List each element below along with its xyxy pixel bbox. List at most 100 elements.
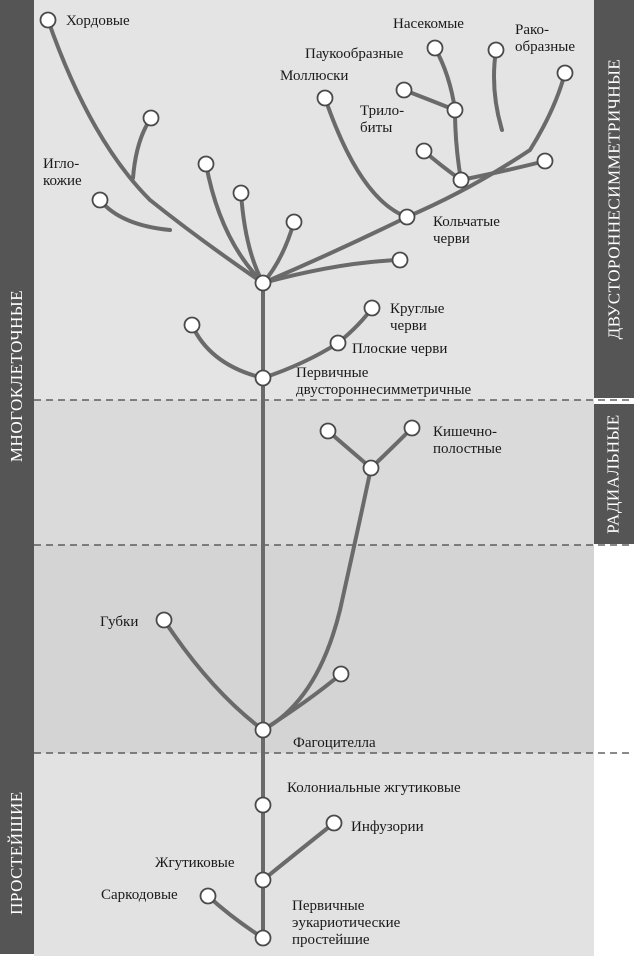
side-label-protozoa: ПРОСТЕЙШИЕ [0,752,34,954]
label-line: Игло- [43,156,79,172]
label-line: Кольчатые [433,214,500,230]
node-flatworms [329,334,347,352]
node-trilobites [395,81,413,99]
label-line: Губки [100,614,138,630]
label-line: Кишечно- [433,424,497,440]
label-flatworms: Плоские черви [352,341,447,357]
node-455 [446,101,464,119]
background-bands [34,0,594,956]
label-line: простейшие [292,932,370,948]
band-radial-zone [34,400,594,545]
label-line: образные [515,39,575,55]
label-line: Рако- [515,22,549,38]
label-line: биты [360,120,392,136]
node-151 [142,109,160,127]
branch-ciliates [261,821,336,882]
node-echinoderms [91,191,109,209]
node-461 [452,171,470,189]
node-primary-eukaryotic [254,929,272,947]
node-sarcodines [199,887,217,905]
label-line: черви [390,318,427,334]
branch-primary-left [190,323,265,380]
node-424 [415,142,433,160]
node-roundworms [363,299,381,317]
node-coel-left [319,422,337,440]
branch-radial [261,466,373,732]
label-line: черви [433,231,470,247]
tree-nodes [39,11,574,947]
label-flagellates: Жгутиковые [155,855,235,871]
label-line: Первичные [292,898,365,914]
label-line: Фагоцителла [293,735,376,751]
branch-bilateral-main [261,71,567,285]
node-phagocytella [254,721,272,739]
branch-molluscs [323,96,409,219]
label-line: Насекомые [393,16,464,32]
label-line: полостные [433,441,502,457]
label-line: Первичные [296,365,369,381]
label-crustaceans: Рако-образные [515,22,575,55]
node-241 [232,184,250,202]
node-294 [285,213,303,231]
label-line: Хордовые [66,13,130,29]
branch-sponges [162,618,265,732]
side-label-radial: РАДИАЛЬНЫЕ [594,404,634,544]
label-line: Колониальные жгутиковые [287,780,461,796]
node-annelids [398,208,416,226]
label-arachnids: Паукообразные [305,46,404,62]
node-400 [391,251,409,269]
label-line: Трило- [360,103,404,119]
label-trilobites: Трило-биты [360,103,404,136]
band-protozoa-zone [34,753,594,956]
label-insects: Насекомые [393,16,464,32]
node-ciliates [325,814,343,832]
node-192 [183,316,201,334]
node-565 [556,64,574,82]
label-line: Моллюски [280,68,348,84]
label-line: Жгутиковые [155,855,235,871]
label-sponges: Губки [100,614,138,630]
node-chordates [39,11,57,29]
branch-node-400 [261,258,402,285]
node-coelenterates [362,459,380,477]
node-colonial [254,796,272,814]
zone-dividers [34,399,634,754]
label-line: эукариотические [292,915,401,931]
node-hub [254,274,272,292]
label-molluscs: Моллюски [280,68,348,84]
label-line: Круглые [390,301,445,317]
side-label-bilateral: ДВУСТОРОННЕСИММЕТРИЧНЫЕ [594,0,634,398]
label-line: Инфузории [351,819,424,835]
node-206 [197,155,215,173]
node-341 [332,665,350,683]
band-bilateral-zone [34,0,594,400]
label-phagocytella: Фагоцителла [293,735,376,751]
label-sarcodines: Саркодовые [101,887,178,903]
label-line: Паукообразные [305,46,404,62]
node-molluscs [316,89,334,107]
branch-chordates [46,18,265,285]
side-label-multicellular: МНОГОКЛЕТОЧНЫЕ [0,0,34,752]
node-crustaceans [487,41,505,59]
node-flagellates [254,871,272,889]
node-primary-bilateral [254,369,272,387]
label-ciliates: Инфузории [351,819,424,835]
label-coelenterates: Кишечно-полостные [433,424,502,457]
node-sponges [155,611,173,629]
label-line: Плоские черви [352,341,447,357]
label-line: двустороннесимметричные [296,382,472,398]
branch-node-206 [204,162,265,285]
label-line: Саркодовые [101,887,178,903]
label-line: кожие [43,173,82,189]
band-early-multicellular-zone [34,545,594,753]
label-colonial-flagellates: Колониальные жгутиковые [287,780,461,796]
label-chordates: Хордовые [66,13,130,29]
node-coel-right [403,419,421,437]
node-insects [426,39,444,57]
label-echinoderms: Игло-кожие [43,156,82,189]
